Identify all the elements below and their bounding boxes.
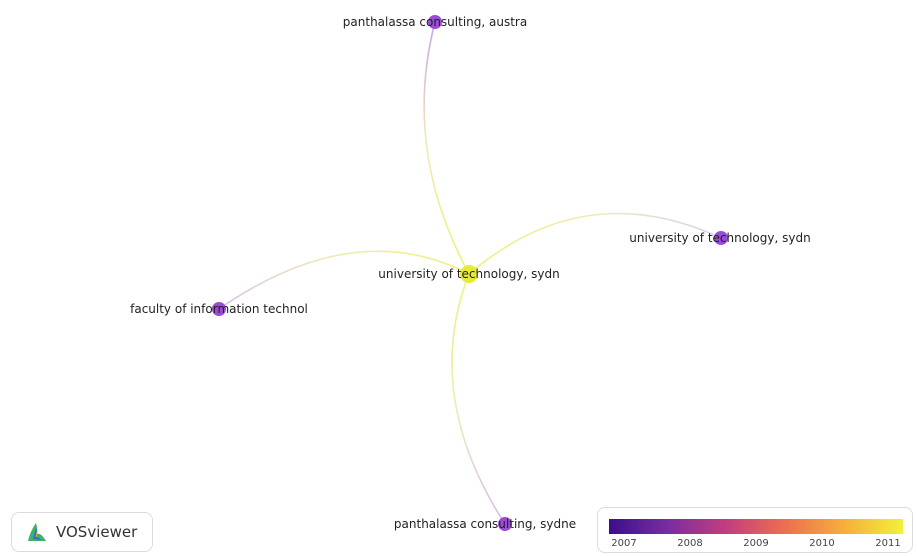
label-pc-austra: panthalassa consulting, austra [343,15,527,29]
link-pc-sydne [451,273,506,525]
network-labels: panthalassa consulting, austra university… [130,15,811,531]
link-uts-right [468,212,722,275]
year-color-legend: 2007 2008 2009 2010 2011 [597,507,913,553]
label-pc-sydne: panthalassa consulting, sydne [394,517,576,531]
label-utas-center: university of technology, sydn [378,267,559,281]
label-uts-right: university of technology, sydn [629,231,810,245]
legend-tick-label: 2009 [743,538,769,549]
link-fit [218,250,470,310]
vosviewer-logo-icon [28,523,46,541]
legend-tick-label: 2011 [875,538,901,549]
network-nodes[interactable] [212,15,728,531]
vosviewer-brand-box: VOSviewer [11,512,153,552]
node-pc-austra[interactable] [428,15,442,29]
legend-tick-label: 2010 [809,538,835,549]
legend-tick-label: 2008 [677,538,703,549]
legend-tick-label: 2007 [611,538,637,549]
label-fit: faculty of information technol [130,302,308,316]
node-fit[interactable] [212,302,226,316]
node-utas-center[interactable] [460,265,478,283]
brand-name: VOSviewer [56,523,138,541]
node-uts-right[interactable] [714,231,728,245]
network-links [218,21,722,525]
node-pc-sydne[interactable] [498,517,512,531]
link-pc-austra [423,21,470,275]
legend-gradient-bar [609,519,903,534]
